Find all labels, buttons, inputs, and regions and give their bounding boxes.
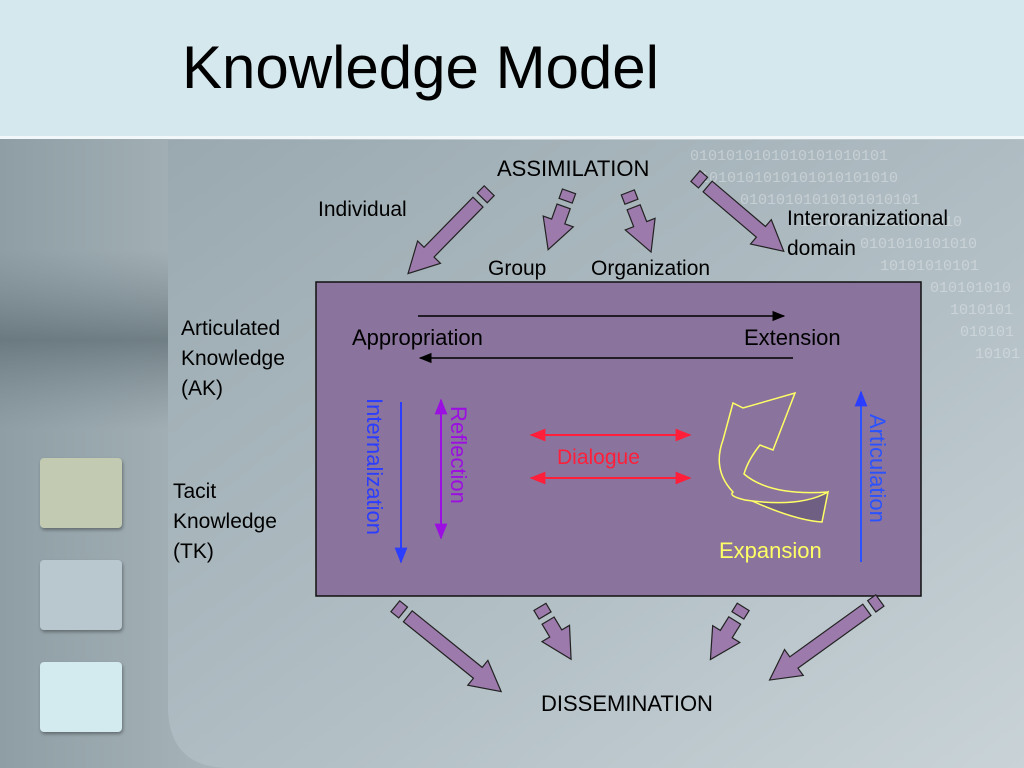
tacit-line-3: (TK): [173, 540, 214, 563]
svg-text:10101010101: 10101010101: [880, 258, 979, 275]
tacit-knowledge-label: Tacit Knowledge (TK): [173, 477, 277, 567]
assimilation-label: ASSIMILATION: [497, 156, 650, 181]
arrow-to-interorganizational: [690, 169, 785, 253]
svg-text:1010101: 1010101: [950, 302, 1013, 319]
interorganizational-line-2: domain: [787, 237, 856, 260]
slide-title: Knowledge Model: [182, 34, 659, 101]
expansion-label: Expansion: [719, 538, 822, 563]
arrow-from-right-bottom: [768, 593, 885, 681]
svg-text:010101: 010101: [960, 324, 1014, 341]
group-label: Group: [488, 257, 547, 280]
svg-text:01010101010101010101: 01010101010101010101: [740, 192, 920, 209]
svg-text:1010101010101010101010: 1010101010101010101010: [700, 170, 898, 187]
svg-text:101010101010101010: 101010101010101010: [800, 214, 962, 231]
interorganizational-label: Interoranizational domain: [787, 204, 948, 264]
tacit-line-2: Knowledge: [173, 510, 277, 533]
appropriation-label: Appropriation: [352, 325, 483, 350]
interorganizational-line-1: Interoranizational: [787, 207, 949, 230]
dialogue-label: Dialogue: [557, 446, 640, 469]
individual-label: Individual: [318, 198, 407, 221]
svg-text:010101010: 010101010: [930, 280, 1011, 297]
svg-text:0101010101010101010101: 0101010101010101010101: [690, 148, 888, 165]
arrow-from-left-bottom: [390, 599, 503, 693]
svg-text:0101010101010: 0101010101010: [860, 236, 977, 253]
arrow-from-center-left-bottom: [533, 602, 572, 661]
arrow-to-organization: [620, 189, 656, 254]
extension-label: Extension: [744, 325, 841, 350]
tacit-line-1: Tacit: [173, 480, 217, 503]
internalization-label: Internalization: [362, 398, 387, 535]
arrow-to-individual: [407, 184, 496, 275]
articulated-line-1: Articulated: [181, 317, 281, 340]
svg-text:10101: 10101: [975, 346, 1020, 363]
organization-label: Organization: [591, 257, 711, 280]
articulated-knowledge-label: Articulated Knowledge (AK): [181, 314, 285, 404]
decorative-square-gray: [40, 560, 122, 630]
decorative-square-light-blue: [40, 662, 122, 732]
articulated-line-2: Knowledge: [181, 347, 285, 370]
arrow-to-group: [542, 188, 577, 251]
articulated-line-3: (AK): [181, 377, 223, 400]
expansion-curved-arrow: [718, 391, 830, 523]
decorative-square-olive: [40, 458, 122, 528]
dissemination-label: DISSEMINATION: [541, 691, 713, 716]
reflection-label: Reflection: [446, 406, 471, 504]
articulation-label: Articulation: [865, 414, 890, 523]
arrow-from-center-right-bottom: [709, 602, 750, 661]
